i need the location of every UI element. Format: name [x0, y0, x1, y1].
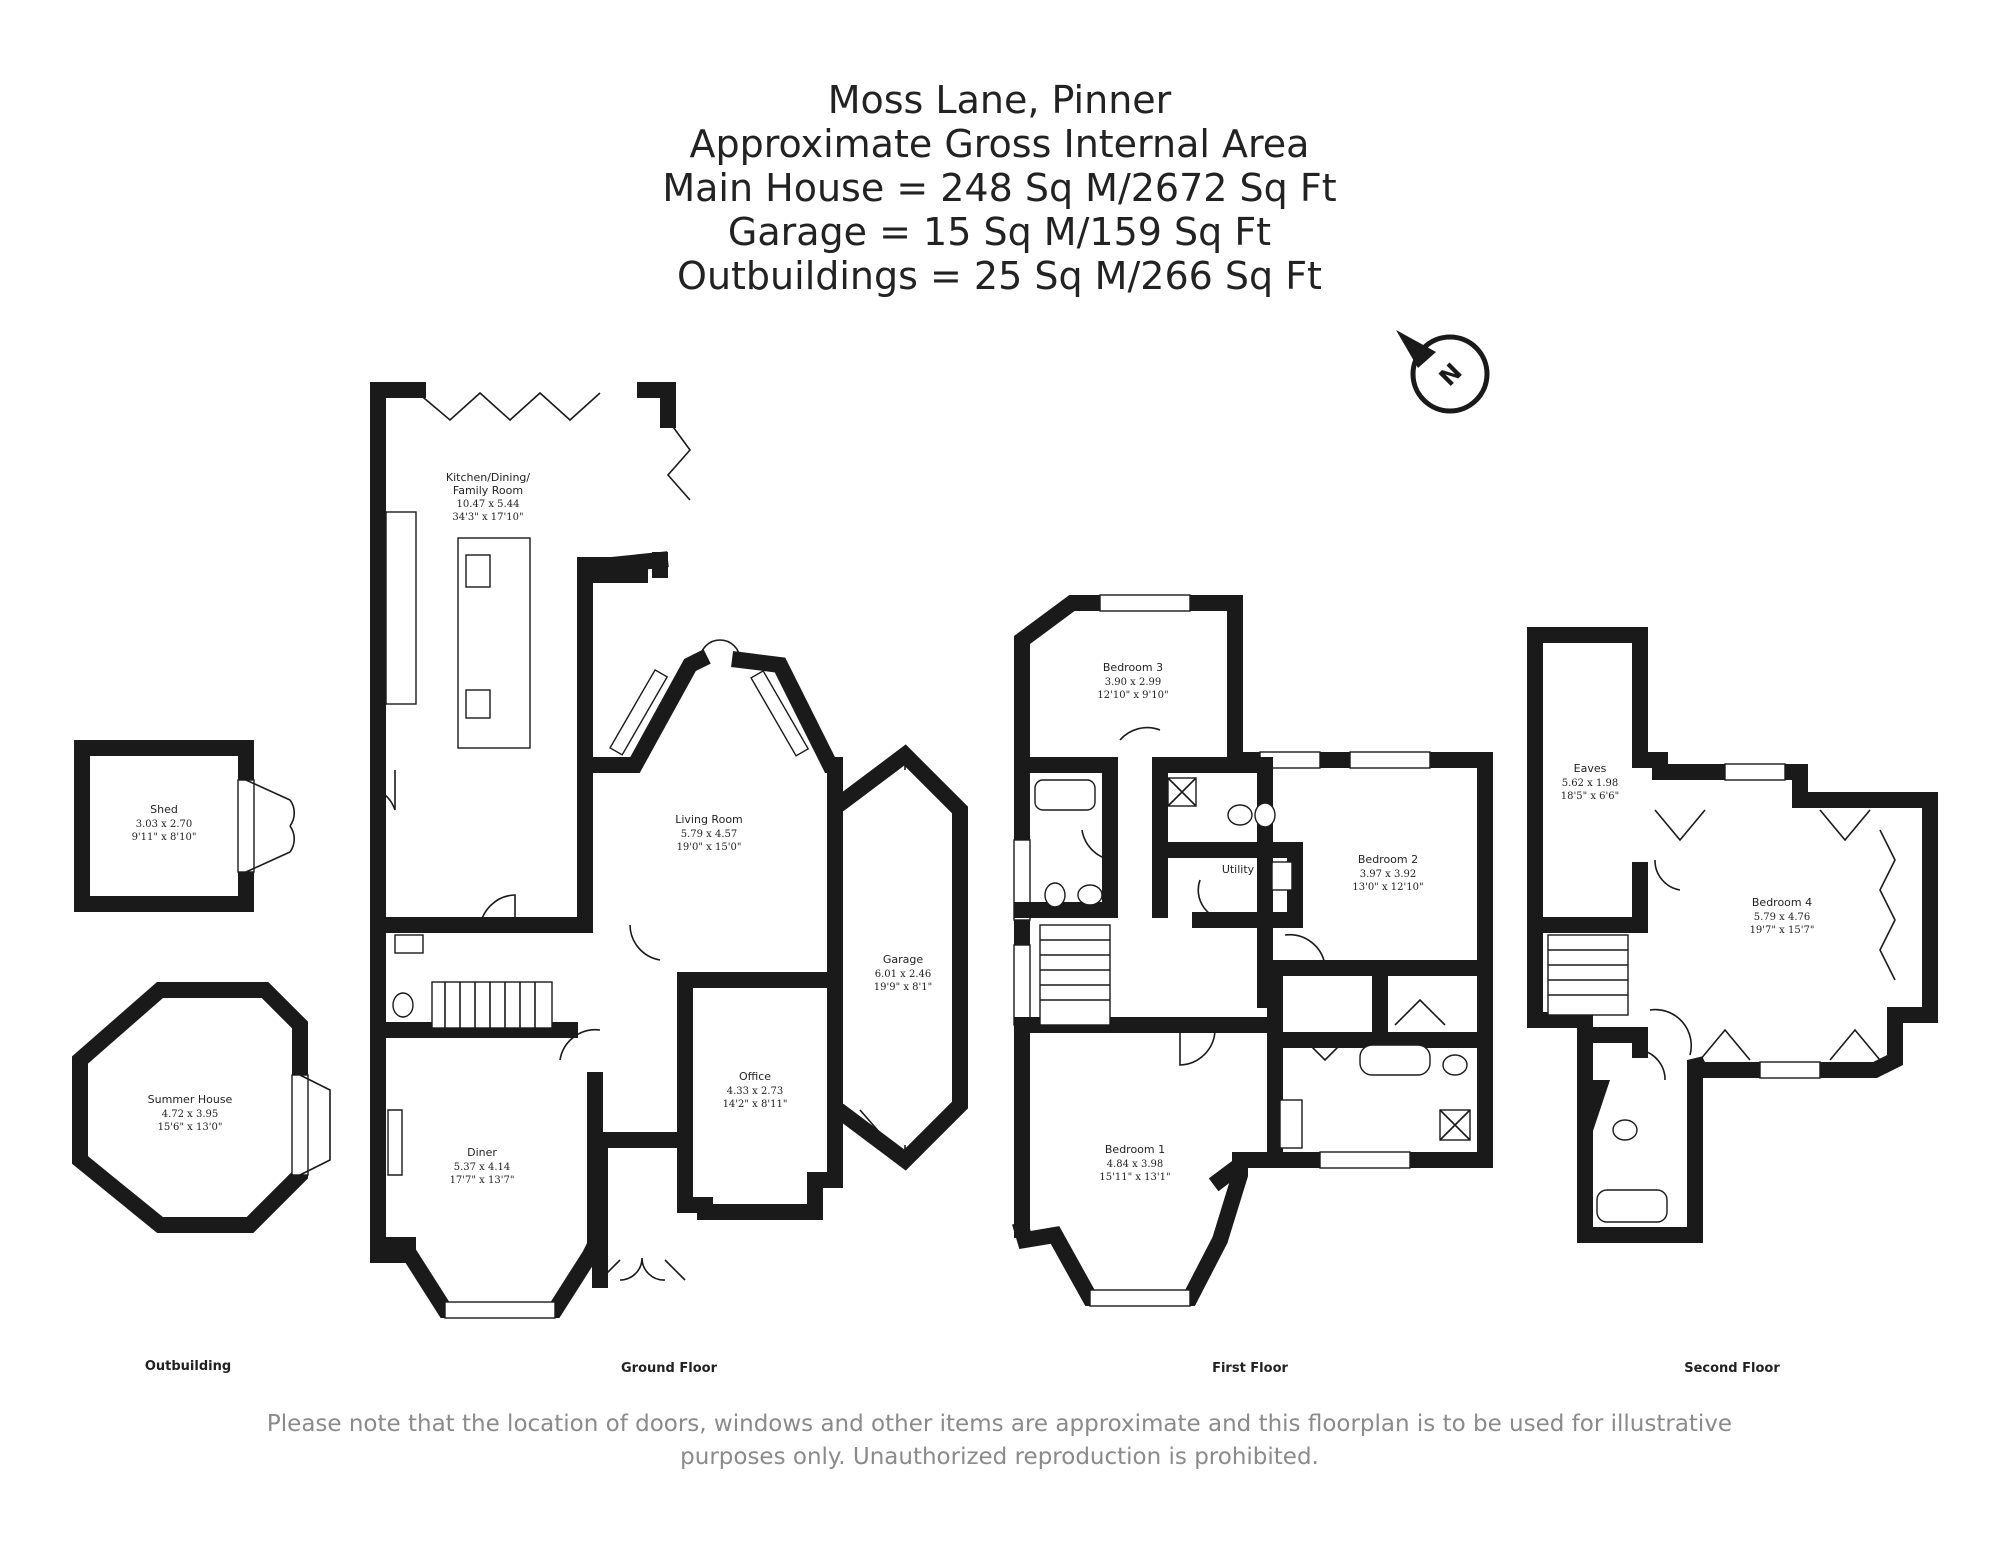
bedroom-4-imperial: 19'7" x 15'7"	[1750, 925, 1815, 936]
bedroom-3-name: Bedroom 3	[1103, 661, 1163, 674]
bedroom-3-metric: 3.90 x 2.99	[1105, 677, 1162, 688]
summer-house-imperial: 15'6" x 13'0"	[158, 1122, 223, 1133]
bedroom-4-name: Bedroom 4	[1752, 896, 1812, 909]
ground-floor-plan	[370, 382, 843, 1319]
garage-imperial: 19'9" x 8'1"	[874, 982, 933, 993]
area-heading: Approximate Gross Internal Area	[689, 122, 1310, 166]
kitchen-metric: 10.47 x 5.44	[457, 499, 520, 510]
second-floor-plan	[1527, 627, 1938, 1243]
garage-area: Garage = 15 Sq M/159 Sq Ft	[727, 210, 1272, 254]
floor-label-outbuilding: Outbuilding	[145, 1359, 231, 1374]
eaves-imperial: 18'5" x 6'6"	[1561, 791, 1620, 802]
room-label-utility: Utility	[1222, 863, 1255, 876]
office-imperial: 14'2" x 8'11"	[723, 1099, 788, 1110]
bedroom-1-imperial: 15'11" x 13'1"	[1099, 1172, 1170, 1183]
office-metric: 4.33 x 2.73	[727, 1086, 784, 1097]
room-label-kitchen: Kitchen/Dining/ Family Room 10.47 x 5.44…	[446, 471, 531, 523]
room-label-bedroom-3: Bedroom 3 3.90 x 2.99 12'10" x 9'10"	[1097, 661, 1168, 701]
summer-house-plan	[72, 982, 331, 1233]
diner-imperial: 17'7" x 13'7"	[450, 1175, 515, 1186]
disclaimer-line-1: Please note that the location of doors, …	[266, 1411, 1733, 1437]
shed-metric: 3.03 x 2.70	[136, 819, 193, 830]
living-room-name: Living Room	[675, 813, 743, 826]
disclaimer: Please note that the location of doors, …	[0, 1408, 1999, 1474]
room-label-bedroom-1: Bedroom 1 4.84 x 3.98 15'11" x 13'1"	[1099, 1143, 1170, 1183]
shed-plan	[74, 740, 296, 912]
property-name: Moss Lane, Pinner	[827, 78, 1172, 122]
shed-name: Shed	[150, 803, 178, 816]
room-label-bedroom-4: Bedroom 4 5.79 x 4.76 19'7" x 15'7"	[1750, 896, 1815, 936]
diner-name: Diner	[467, 1146, 497, 1159]
floor-label-ground: Ground Floor	[621, 1361, 718, 1376]
garage-name: Garage	[883, 953, 924, 966]
living-room-imperial: 19'0" x 15'0"	[677, 842, 742, 853]
floor-label-second: Second Floor	[1684, 1361, 1780, 1376]
bedroom-3-imperial: 12'10" x 9'10"	[1097, 690, 1168, 701]
disclaimer-line-2: purposes only. Unauthorized reproduction…	[680, 1444, 1319, 1470]
floor-label-first: First Floor	[1212, 1361, 1288, 1376]
living-room-metric: 5.79 x 4.57	[681, 829, 738, 840]
bedroom-2-metric: 3.97 x 3.92	[1360, 869, 1417, 880]
garage-plan	[833, 744, 968, 1171]
outbuildings-area: Outbuildings = 25 Sq M/266 Sq Ft	[677, 254, 1322, 298]
eaves-metric: 5.62 x 1.98	[1562, 778, 1619, 789]
compass-icon: N	[1396, 330, 1490, 414]
room-label-diner: Diner 5.37 x 4.14 17'7" x 13'7"	[450, 1146, 515, 1186]
room-label-summer-house: Summer House 4.72 x 3.95 15'6" x 13'0"	[148, 1093, 233, 1133]
eaves-name: Eaves	[1574, 762, 1607, 775]
room-label-eaves: Eaves 5.62 x 1.98 18'5" x 6'6"	[1561, 762, 1620, 802]
room-label-office: Office 4.33 x 2.73 14'2" x 8'11"	[723, 1070, 788, 1110]
shed-imperial: 9'11" x 8'10"	[132, 832, 197, 843]
kitchen-imperial: 34'3" x 17'10"	[452, 512, 523, 523]
utility-name: Utility	[1222, 863, 1255, 876]
bedroom-2-imperial: 13'0" x 12'10"	[1352, 882, 1423, 893]
main-house-area: Main House = 248 Sq M/2672 Sq Ft	[662, 166, 1337, 210]
garage-metric: 6.01 x 2.46	[875, 969, 932, 980]
diner-metric: 5.37 x 4.14	[454, 1162, 511, 1173]
office-name: Office	[739, 1070, 771, 1083]
room-label-bedroom-2: Bedroom 2 3.97 x 3.92 13'0" x 12'10"	[1352, 853, 1423, 893]
plan-title-block: Moss Lane, Pinner Approximate Gross Inte…	[0, 78, 1999, 298]
summer-house-name: Summer House	[148, 1093, 233, 1106]
first-floor-plan	[1012, 594, 1493, 1307]
summer-house-metric: 4.72 x 3.95	[162, 1109, 219, 1120]
room-label-shed: Shed 3.03 x 2.70 9'11" x 8'10"	[132, 803, 197, 843]
bedroom-1-metric: 4.84 x 3.98	[1107, 1159, 1164, 1170]
kitchen-name-line1: Kitchen/Dining/	[446, 471, 531, 484]
bedroom-2-name: Bedroom 2	[1358, 853, 1418, 866]
room-label-living-room: Living Room 5.79 x 4.57 19'0" x 15'0"	[675, 813, 743, 853]
bedroom-1-name: Bedroom 1	[1105, 1143, 1165, 1156]
room-label-garage: Garage 6.01 x 2.46 19'9" x 8'1"	[874, 953, 933, 993]
kitchen-name-line2: Family Room	[453, 484, 523, 497]
bedroom-4-metric: 5.79 x 4.76	[1754, 912, 1811, 923]
